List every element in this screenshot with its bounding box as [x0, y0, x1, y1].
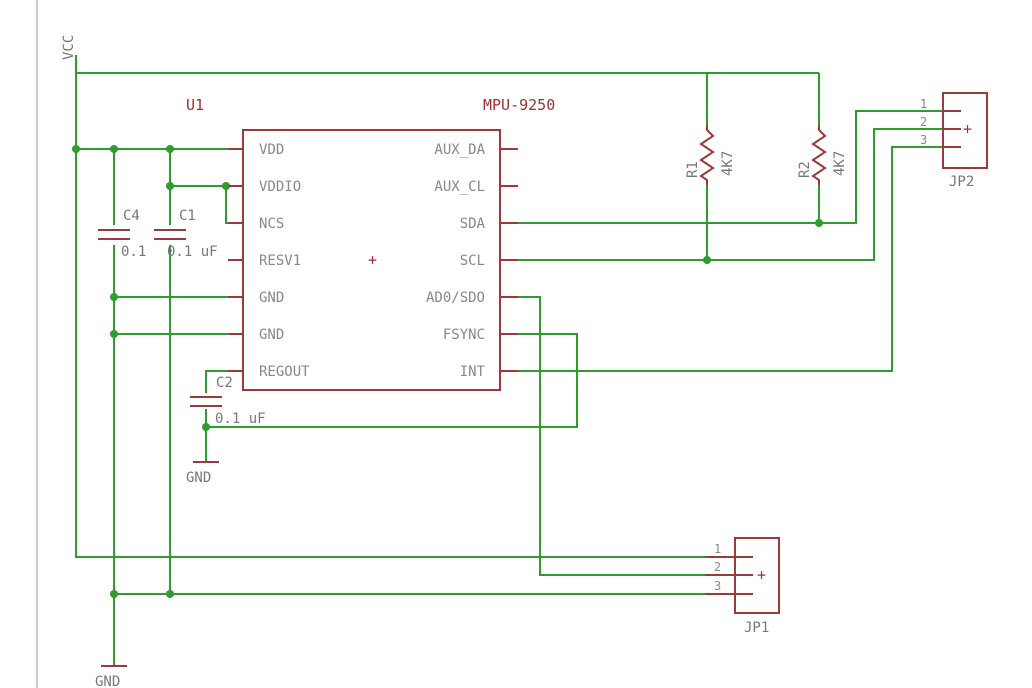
pin-label: GND: [259, 290, 284, 306]
capacitor-c4[interactable]: C4 0.1: [98, 208, 146, 260]
pin-label: AUX_DA: [434, 142, 485, 158]
chip-left-pin-stubs: [228, 148, 243, 372]
svg-text:2: 2: [714, 560, 721, 574]
svg-text:C4: C4: [123, 208, 140, 224]
svg-text:GND: GND: [95, 674, 120, 688]
svg-text:2: 2: [920, 115, 927, 129]
capacitor-c1[interactable]: C1 0.1 uF: [154, 208, 218, 260]
pin-label: SCL: [460, 253, 485, 269]
svg-text:R1: R1: [685, 161, 701, 178]
pin-label: FSYNC: [443, 327, 485, 343]
svg-text:4K7: 4K7: [832, 151, 848, 176]
svg-text:0.1 uF: 0.1 uF: [215, 411, 266, 427]
resistor-r2[interactable]: R2 4K7: [797, 125, 848, 185]
svg-text:0.1 uF: 0.1 uF: [167, 244, 218, 260]
pin-label: REGOUT: [259, 364, 310, 380]
chip-ref-label: U1: [186, 96, 204, 114]
svg-text:JP2: JP2: [949, 174, 974, 190]
svg-text:+: +: [757, 566, 766, 584]
svg-text:0.1: 0.1: [121, 244, 146, 260]
gnd-symbol-bottom: GND: [95, 665, 127, 688]
chip-right-pin-stubs: [500, 148, 518, 372]
junctions: [72, 145, 823, 598]
svg-text:JP1: JP1: [744, 620, 769, 636]
svg-text:+: +: [963, 120, 972, 138]
gnd-symbol-c2: GND: [186, 461, 219, 486]
chip-u1[interactable]: U1 MPU-9250 + VDD VDDIO NCS RESV1 GND GN…: [186, 96, 555, 391]
chip-value-label: MPU-9250: [483, 96, 555, 114]
svg-text:GND: GND: [186, 470, 211, 486]
pin-label: VDD: [259, 142, 284, 158]
pin-label: AD0/SDO: [426, 290, 485, 306]
svg-text:1: 1: [920, 97, 927, 111]
pin-label: NCS: [259, 216, 284, 232]
vcc-symbol: VCC: [61, 35, 77, 60]
svg-text:C1: C1: [179, 208, 196, 224]
connector-jp1[interactable]: + 1 2 3 JP1: [705, 537, 780, 636]
svg-text:VCC: VCC: [61, 35, 77, 60]
svg-text:C2: C2: [216, 375, 233, 391]
resistor-r1[interactable]: R1 4K7: [685, 125, 736, 185]
pin-label: GND: [259, 327, 284, 343]
svg-text:R2: R2: [797, 161, 813, 178]
pin-label: RESV1: [259, 253, 301, 269]
wires: [75, 60, 943, 666]
pin-label: VDDIO: [259, 179, 301, 195]
pin-label: AUX_CL: [434, 179, 485, 195]
pin-label: SDA: [460, 216, 486, 232]
svg-text:1: 1: [714, 542, 721, 556]
svg-text:3: 3: [714, 579, 721, 593]
capacitor-c2[interactable]: C2 0.1 uF: [190, 375, 266, 427]
pin-label: INT: [460, 364, 486, 380]
chip-origin-mark: +: [368, 251, 377, 269]
svg-text:3: 3: [920, 133, 927, 147]
connector-jp2[interactable]: + 1 2 3 JP2: [920, 92, 988, 190]
svg-text:4K7: 4K7: [720, 151, 736, 176]
